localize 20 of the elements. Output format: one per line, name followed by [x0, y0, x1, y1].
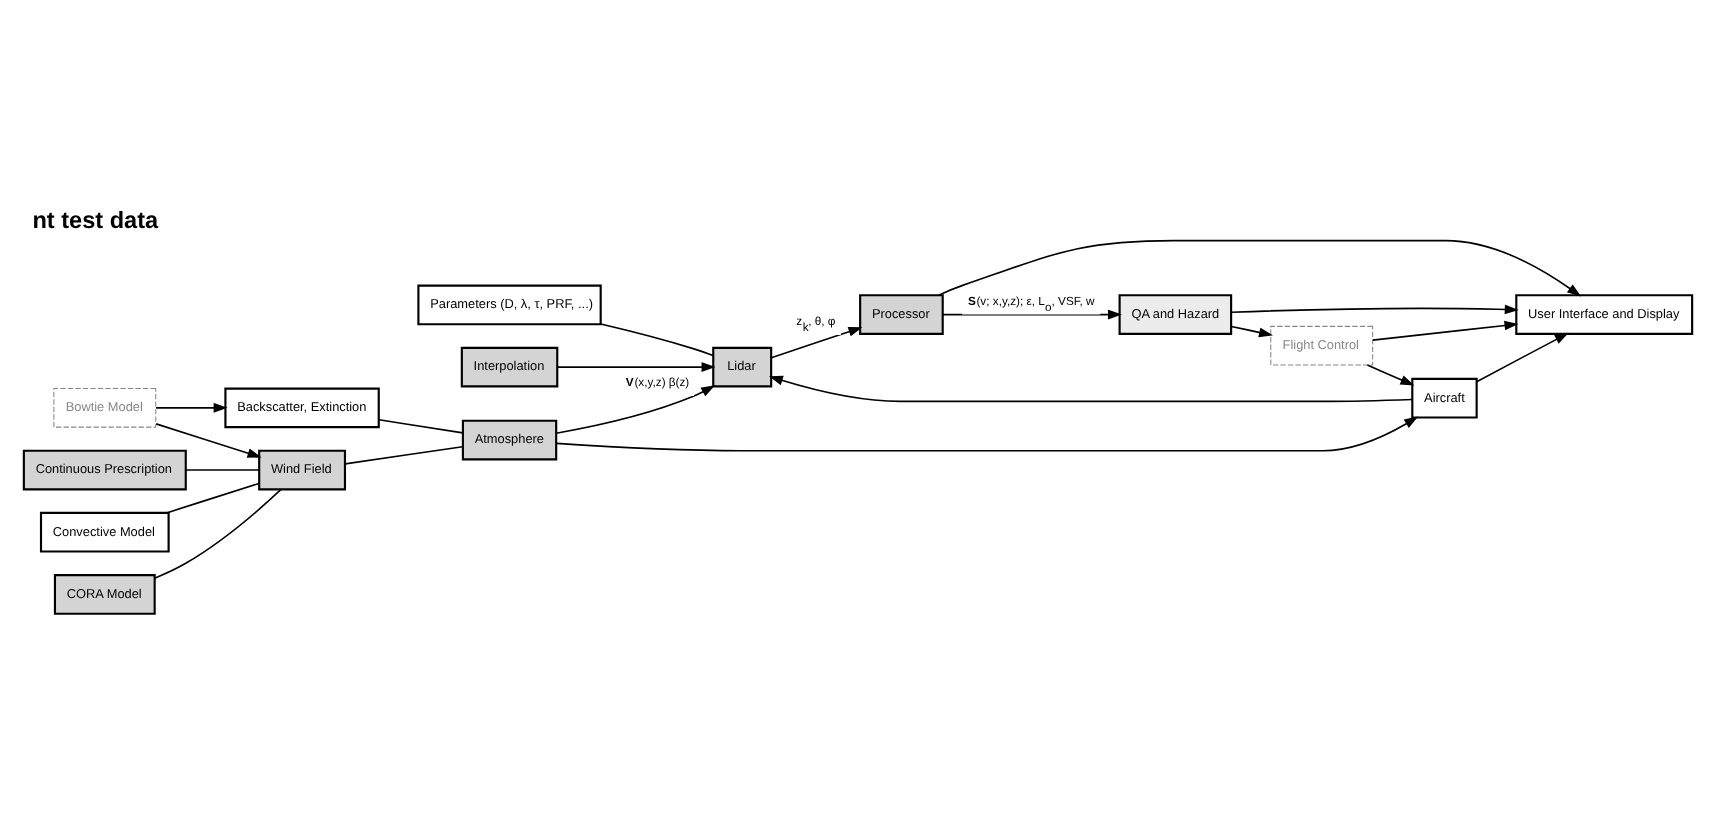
arrow [770, 327, 863, 359]
arrow [1372, 320, 1519, 341]
arrow [556, 362, 716, 372]
arrow [1366, 364, 1415, 386]
connector [153, 488, 282, 579]
arrow [555, 385, 716, 434]
arrow [937, 239, 1582, 297]
connector [378, 418, 464, 434]
connector [600, 323, 714, 357]
arrow [155, 423, 262, 458]
connector [165, 482, 260, 514]
arrow [1230, 304, 1519, 315]
arrow [555, 416, 1419, 452]
connector [185, 469, 260, 471]
diagram-title: nt test data [32, 208, 159, 235]
arrow [768, 375, 1413, 403]
arrow [1230, 325, 1273, 338]
arrow [1475, 332, 1569, 383]
arrow [155, 402, 228, 413]
connector [344, 445, 464, 465]
